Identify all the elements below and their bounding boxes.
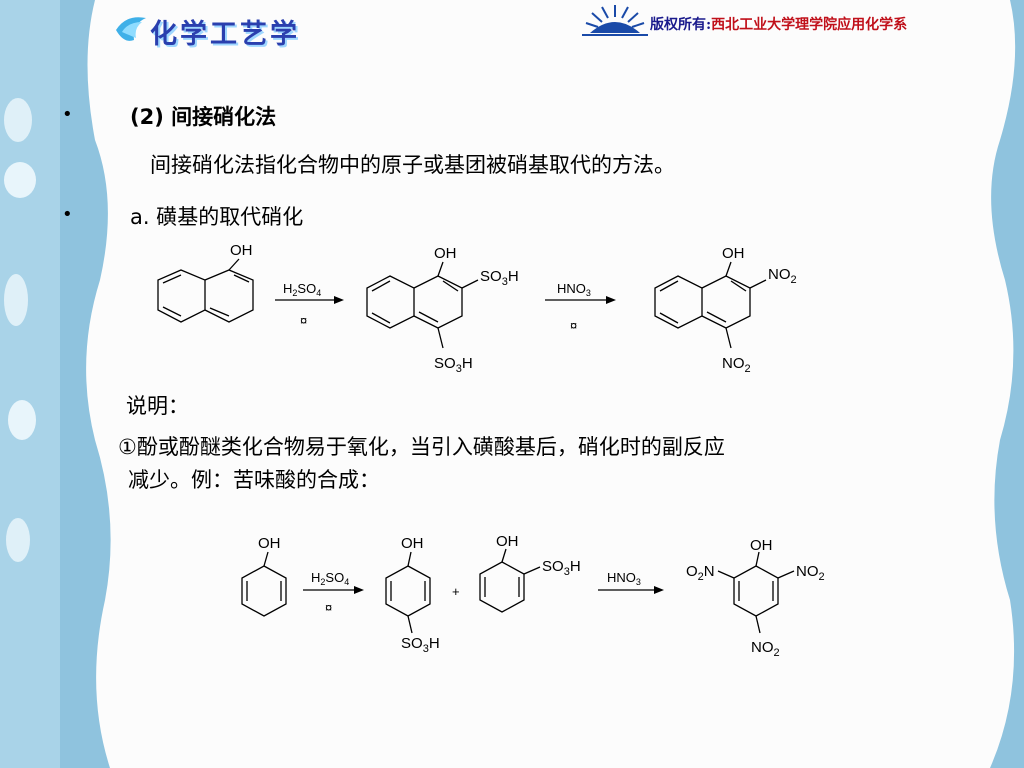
oh-label: OH — [496, 533, 519, 550]
definition-text: 间接硝化法指化合物中的原子或基团被硝基取代的方法。 — [150, 153, 675, 177]
bullet-marker: • — [62, 104, 73, 125]
so3h-label: SO3H — [401, 635, 440, 655]
no2-label: NO2 — [751, 639, 780, 659]
oh-label: OH — [434, 245, 457, 262]
so3h-label: SO3H — [480, 268, 519, 288]
reagent-h2so4: H2SO4 — [311, 570, 349, 587]
logo-swoosh-icon — [116, 17, 146, 41]
course-title: 化学工艺学 — [150, 19, 300, 50]
no2-label: NO2 — [796, 563, 825, 583]
no2-label: NO2 — [768, 266, 797, 286]
no2-label: NO2 — [722, 355, 751, 375]
copyright-notice: 版权所有:西北工业大学理学院应用化学系 — [650, 14, 907, 34]
copyright-label: 版权所有: — [650, 17, 712, 33]
subsection-heading: a. 磺基的取代硝化 — [130, 205, 304, 229]
oh-label: OH — [401, 535, 424, 552]
note-label: 说明： — [126, 394, 189, 418]
oh-label: OH — [750, 537, 773, 554]
oh-label: OH — [258, 535, 281, 552]
so3h-label: SO3H — [434, 355, 473, 375]
bullet-marker: • — [62, 204, 73, 225]
note-line-1: ①酚或酚醚类化合物易于氧化，当引入磺酸基后，硝化时的副反应 — [118, 435, 725, 459]
condition-mark: ¤ — [300, 313, 307, 328]
so3h-label: SO3H — [542, 558, 581, 578]
plus-sign: + — [452, 584, 460, 599]
reagent-hno3: HNO3 — [607, 570, 641, 587]
oh-label: OH — [722, 245, 745, 262]
o2n-label: O2N — [686, 563, 715, 583]
condition-mark: ¤ — [325, 600, 332, 615]
note-line-2: 减少。例：苦味酸的合成： — [128, 468, 380, 492]
section-heading: (2) 间接硝化法 — [130, 105, 277, 129]
condition-mark: ¤ — [570, 318, 577, 333]
reagent-hno3: HNO3 — [557, 281, 591, 298]
sun-logo-icon — [582, 5, 648, 36]
copyright-owner: 西北工业大学理学院应用化学系 — [711, 17, 908, 33]
oh-label: OH — [230, 242, 253, 259]
